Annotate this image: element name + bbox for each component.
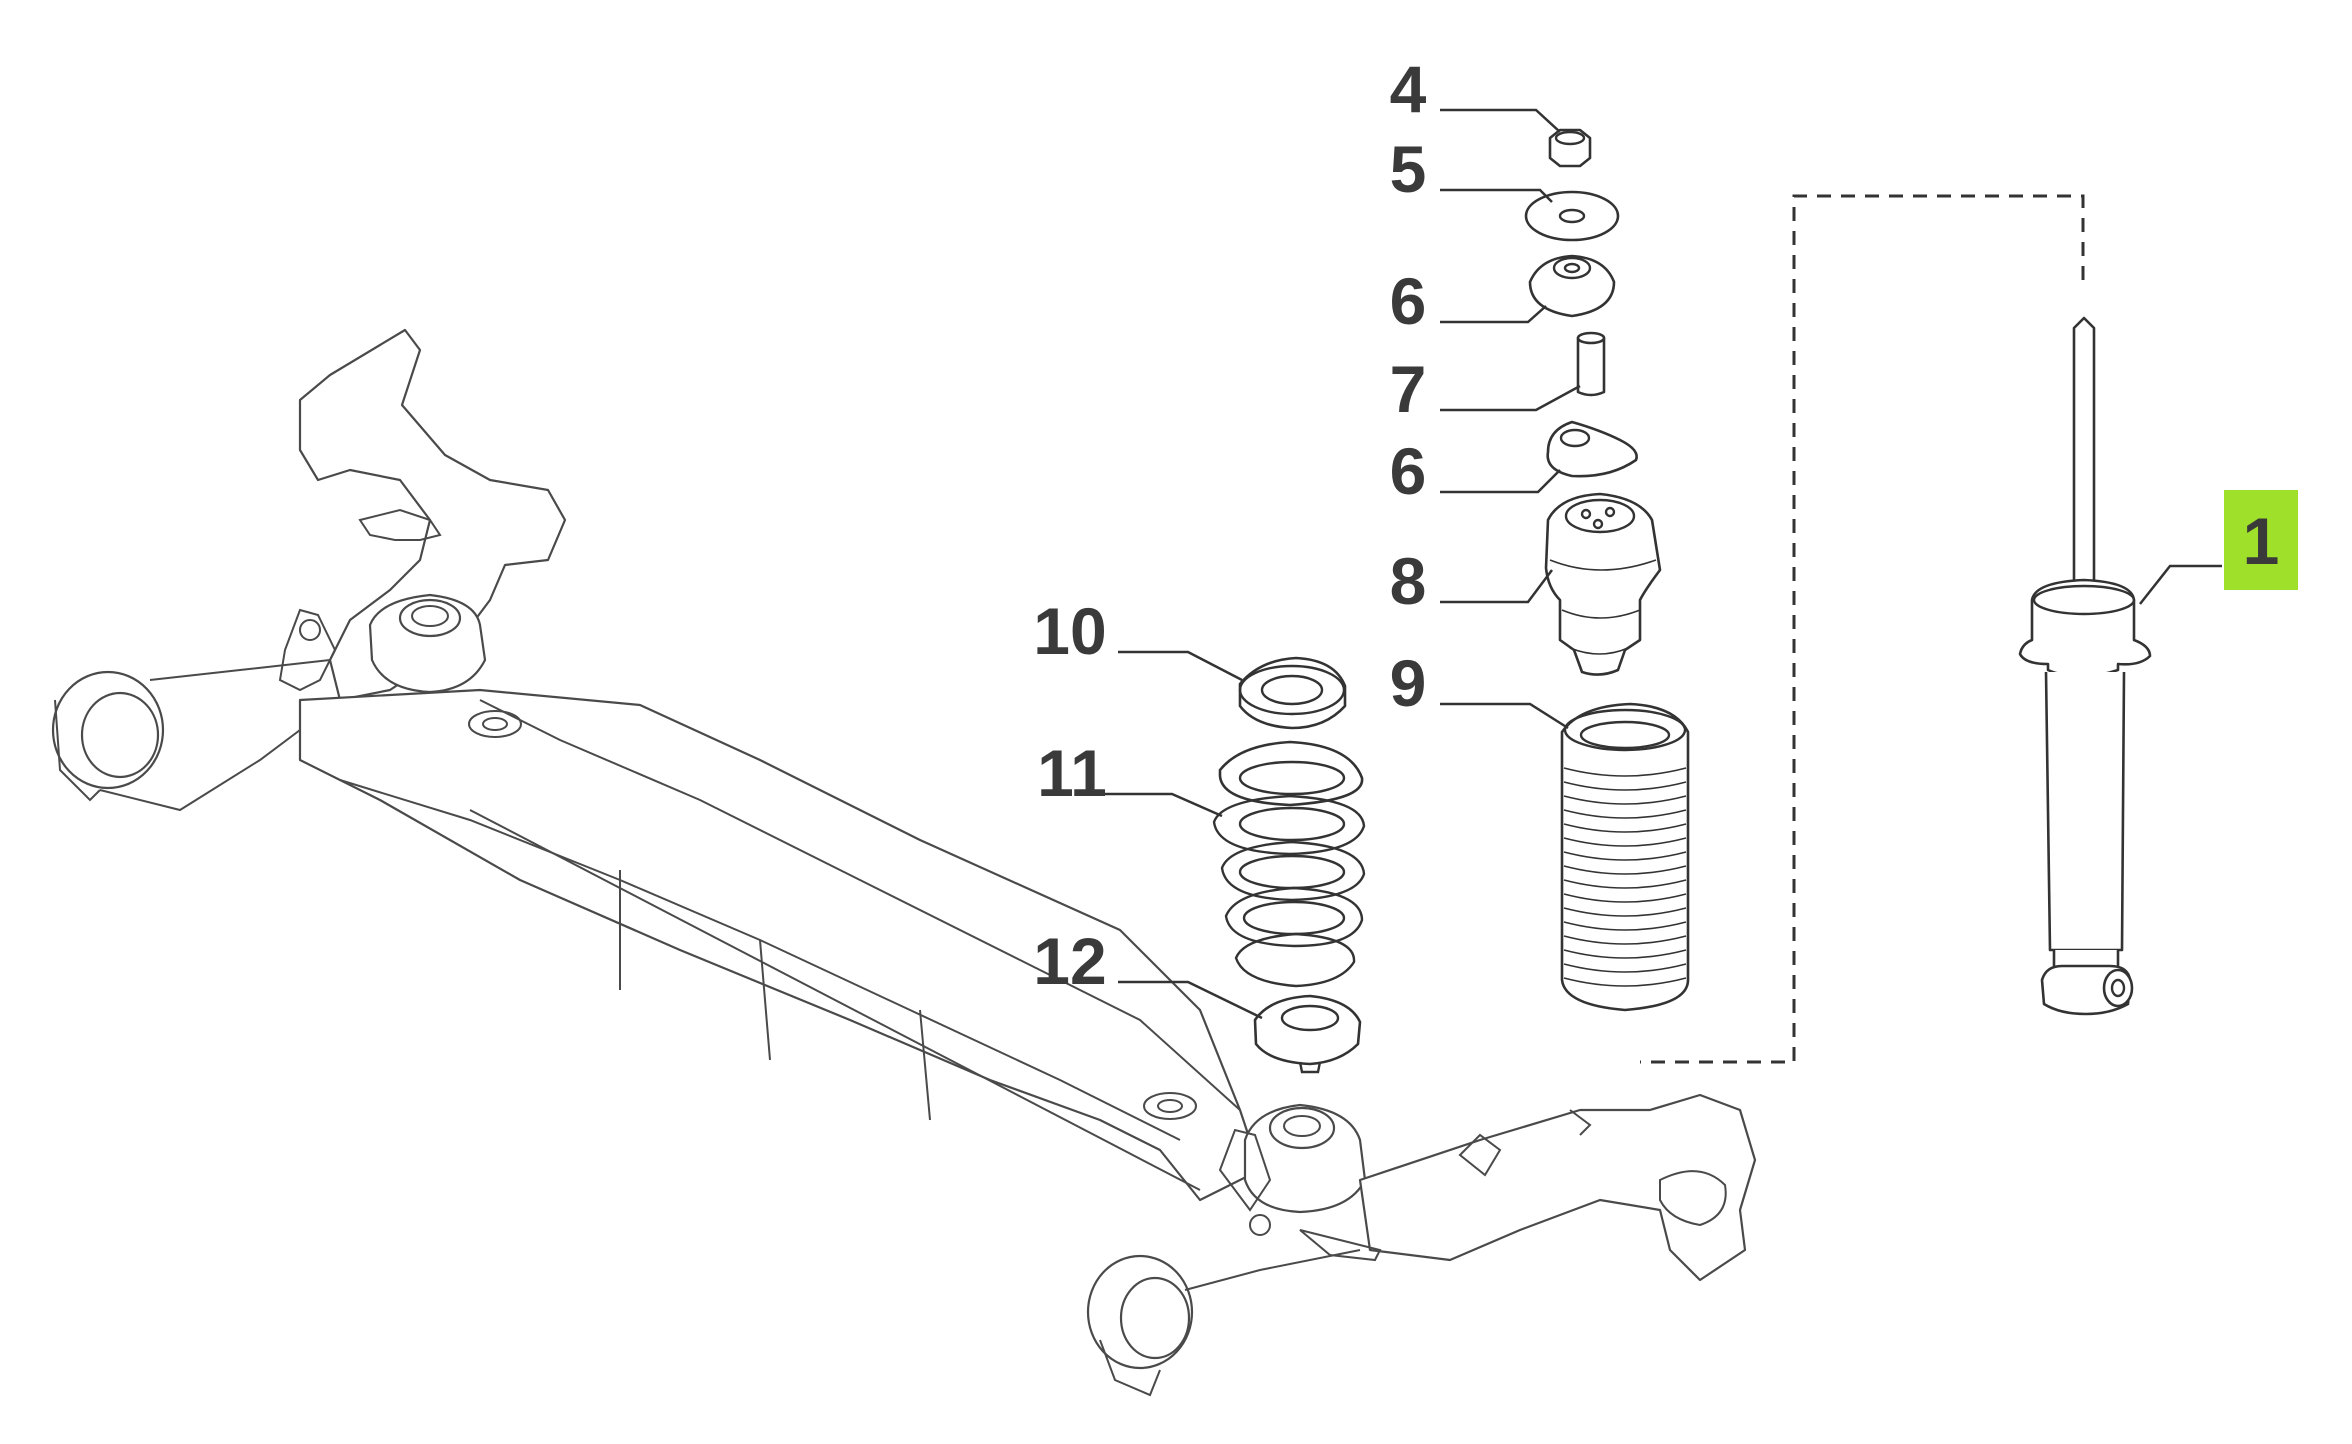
boot-rib: [1563, 977, 1687, 987]
callout-label-7: 7: [1390, 352, 1427, 426]
rear-axle-beam: [51, 328, 1757, 1397]
part-lower-spring-seat: [1253, 994, 1362, 1074]
leader-lines: [1086, 108, 2222, 1020]
boot-rib: [1563, 767, 1687, 777]
boot-rib: [1563, 921, 1687, 931]
part-bump-stop: [1544, 492, 1662, 676]
callout-label-6-upper: 6: [1390, 264, 1427, 338]
part-nut: [1548, 128, 1592, 168]
callout-label-6-lower: 6: [1390, 434, 1427, 508]
callout-label-8: 8: [1390, 544, 1427, 618]
callout-label-12: 12: [1033, 924, 1106, 998]
callout-labels: 4 5 6 7 6 8 9 10 11 12 1: [1033, 52, 2279, 998]
boot-rib: [1563, 907, 1687, 917]
callout-label-5: 5: [1390, 132, 1427, 206]
boot-rib: [1563, 837, 1687, 847]
callout-label-1: 1: [2243, 504, 2280, 578]
callout-label-9: 9: [1390, 646, 1427, 720]
part-lower-rubber-mount: [1546, 420, 1638, 478]
callout-label-4: 4: [1390, 52, 1427, 126]
boot-rib: [1563, 809, 1687, 819]
part-upper-spring-seat: [1238, 656, 1347, 730]
part-upper-rubber-mount: [1528, 254, 1616, 318]
boot-rib: [1563, 795, 1687, 805]
part-dust-boot: [1560, 702, 1690, 1012]
boot-rib: [1563, 823, 1687, 833]
boot-rib: [1563, 949, 1687, 959]
part-coil-spring: [1212, 740, 1366, 988]
part-shock-absorber: [2018, 316, 2152, 1016]
boot-rib: [1563, 879, 1687, 889]
callout-label-11: 11: [1037, 736, 1107, 810]
assembly-dashed-bracket: [1640, 194, 2085, 1064]
callout-label-10: 10: [1033, 594, 1106, 668]
boot-rib: [1563, 865, 1687, 875]
boot-rib: [1563, 781, 1687, 791]
boot-rib: [1563, 851, 1687, 861]
boot-rib: [1563, 893, 1687, 903]
boot-rib: [1563, 935, 1687, 945]
boot-rib: [1563, 963, 1687, 973]
callout-1-highlight: [2224, 490, 2298, 590]
part-washer: [1524, 190, 1620, 242]
part-spacer-sleeve: [1576, 331, 1606, 397]
